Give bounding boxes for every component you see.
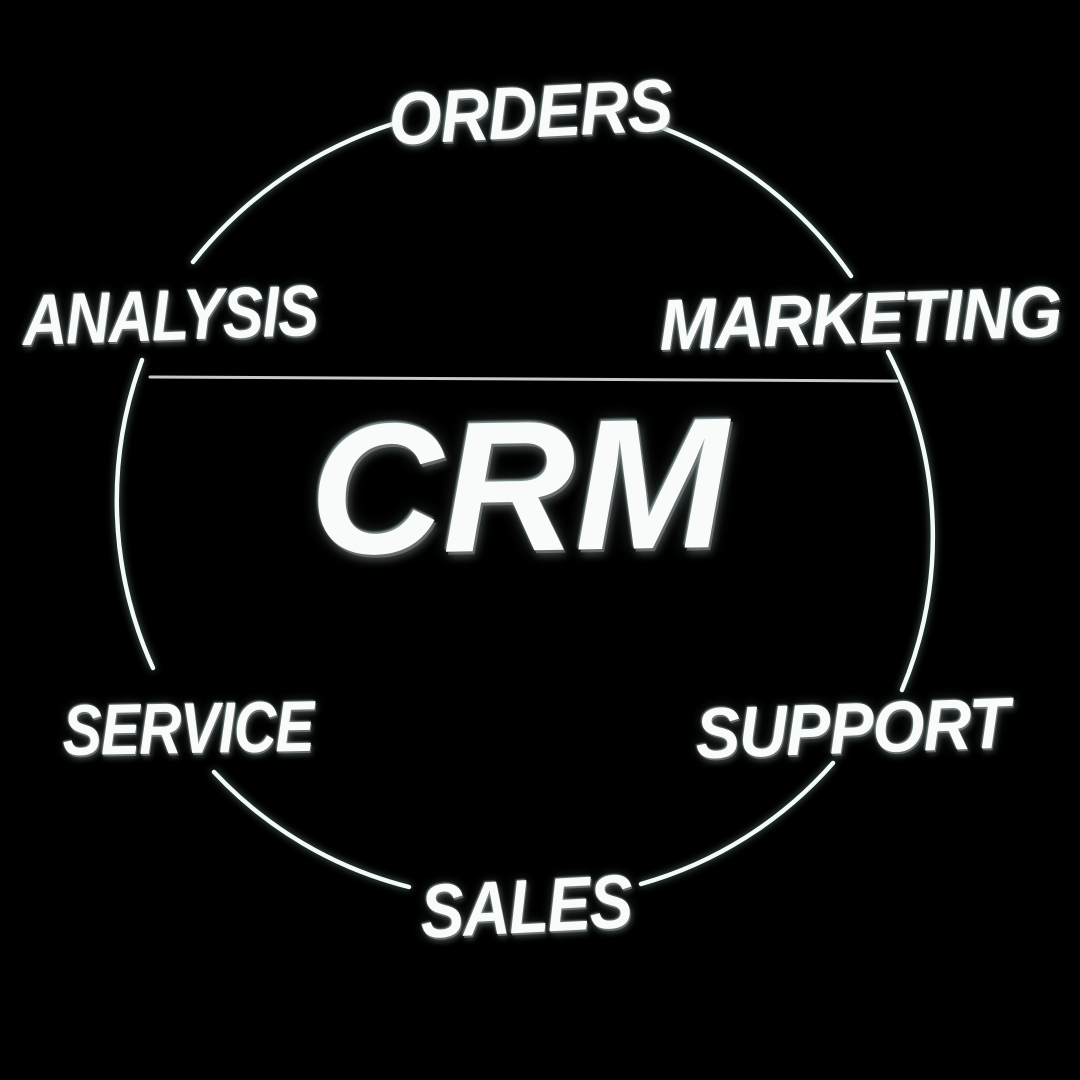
node-label-analysis: ANALYSIS <box>21 270 319 362</box>
circle-arc-top-right <box>660 125 854 279</box>
node-label-service: SERVICE <box>61 686 315 772</box>
circle-arc-bottom-right <box>638 760 836 887</box>
divider-line <box>148 375 899 383</box>
circle-arc-top-left <box>190 119 402 265</box>
circle-arc-bottom-left <box>211 769 412 890</box>
node-label-support: SUPPORT <box>694 683 1010 775</box>
circle-arc-left <box>114 357 156 671</box>
circle-arc-right <box>885 349 935 693</box>
crm-center-label: CRM <box>307 379 729 595</box>
node-label-orders: ORDERS <box>386 63 674 161</box>
node-label-marketing: MARKETING <box>657 272 1063 366</box>
node-label-sales: SALES <box>418 859 634 955</box>
